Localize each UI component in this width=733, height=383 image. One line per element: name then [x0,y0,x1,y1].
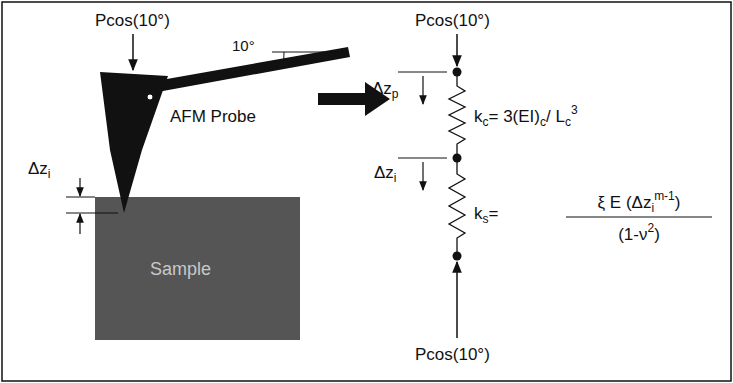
formula-text: kc= 3(EI)c/ Lc3 [474,104,578,129]
script-text: c [483,115,489,129]
formula-text: = [489,204,499,223]
load-label: Pcos(10°) [415,346,490,365]
dimension-label: Δzi [28,160,51,181]
formula-text: ks= [474,205,498,226]
dimension-label: Δzi [374,164,397,185]
script-text: s [483,212,489,226]
formula-text: k [474,107,483,126]
dimension-arrow [79,178,80,196]
dimension-label: Δz [28,159,48,178]
formula-text: (1-ν2) [618,222,660,245]
part-label: AFM Probe [170,108,256,127]
angle-label: 10° [232,37,255,54]
load-label: Pcos(10°) [95,12,170,31]
fraction-bar [566,216,712,217]
formula-text: ξ E (Δz [598,193,652,212]
load-arrow [456,262,458,338]
spring-symbol [449,158,465,256]
dimension-label: Δz [374,163,394,182]
load-label: Pcos(10°) [95,11,170,30]
dimension-arrow [79,214,80,234]
load-label: Pcos(10°) [415,345,490,364]
script-text: 2 [647,221,654,235]
script-text: i [48,167,51,181]
spring-symbol [449,72,465,158]
script-text: p [392,87,399,101]
dimension-arrow [422,76,423,104]
dimension-label: Δz [372,79,392,98]
part-label: Sample [150,259,211,279]
dimension-tick [66,213,118,214]
formula-text: ) [675,193,681,212]
node-dot [453,68,462,77]
probe-tip [100,72,168,213]
script-text: c [540,115,546,129]
formula-text: k [474,204,483,223]
reference-line [272,52,348,53]
dimension-arrow [422,162,423,190]
script-text: 3 [571,103,578,117]
dimension-tick [398,72,447,73]
formula-text: / L [546,107,565,126]
node-dot [453,154,462,163]
dimension-tick [398,158,447,159]
angle-arc [283,52,284,64]
probe-pivot [147,94,153,100]
script-text: c [565,115,571,129]
sample-block [95,197,300,340]
formula-text: (1-ν [618,225,647,244]
part-label: Sample [150,260,211,280]
load-label: Pcos(10°) [415,11,490,30]
dimension-tick [66,197,95,198]
script-text: i [394,171,397,185]
formula-text: ξ E (Δzim-1) [598,190,681,215]
formula-text: = 3(EI) [489,107,541,126]
load-label: Pcos(10°) [415,12,490,31]
script-text: i [651,201,654,215]
load-arrow [456,34,458,66]
node-dot [453,252,462,261]
script-text: m-1 [654,189,675,203]
part-label: AFM Probe [170,107,256,126]
dimension-label: Δzp [372,80,399,101]
load-arrow [132,34,134,70]
formula-text: ) [654,225,660,244]
angle-label: 10° [232,38,255,55]
